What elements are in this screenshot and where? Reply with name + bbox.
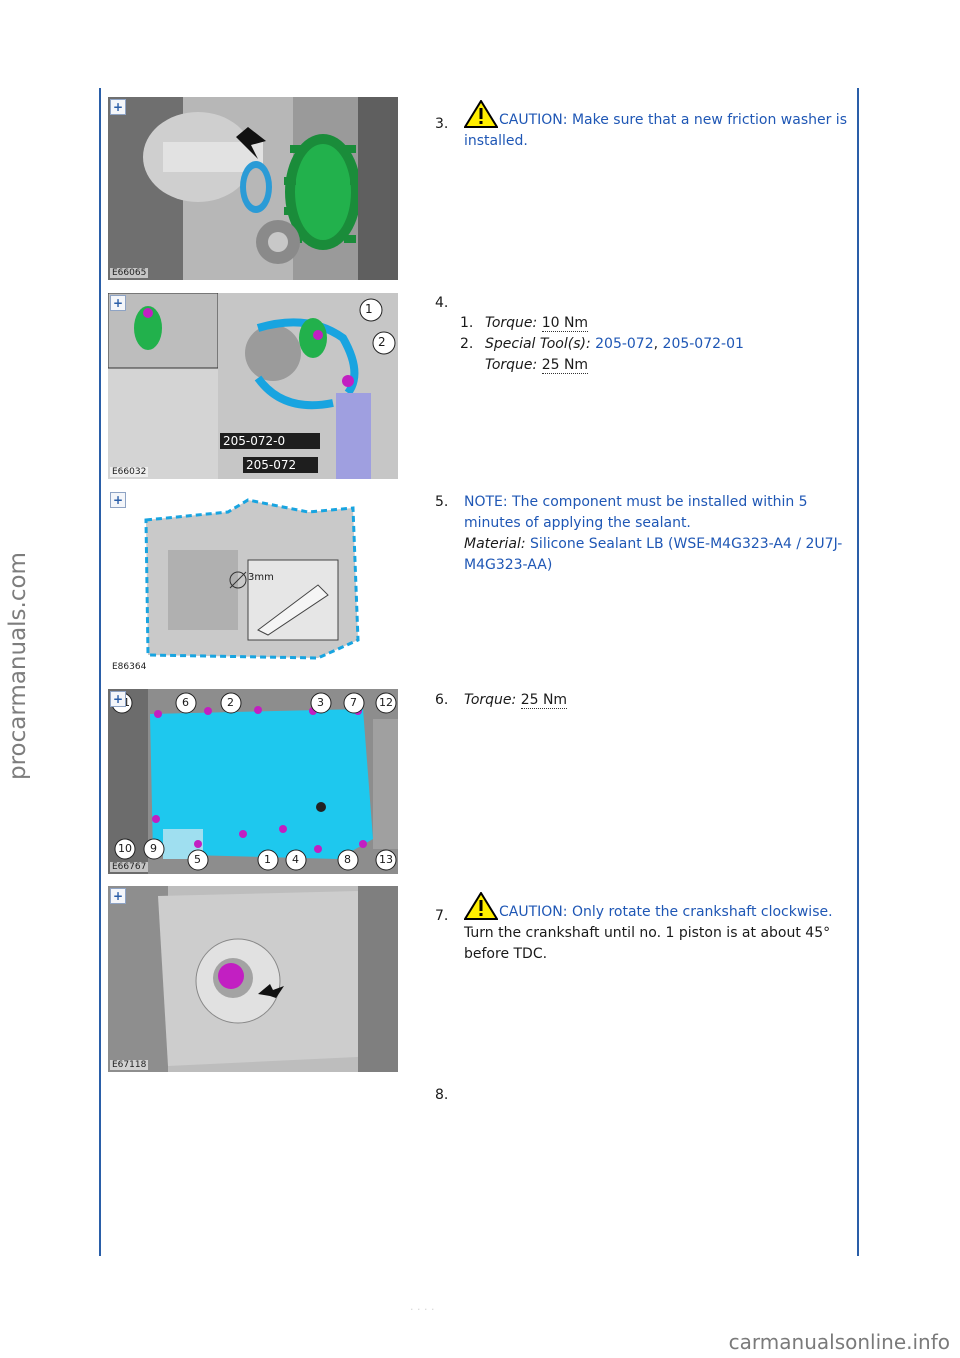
callout-8: 8 [344, 853, 351, 866]
callout-2: 2 [378, 335, 386, 349]
figure-step-6[interactable]: 11 6 2 3 7 12 10 9 5 1 4 8 13 + E66767 [108, 689, 398, 874]
zoom-icon[interactable]: + [110, 99, 126, 115]
warning-icon [464, 100, 498, 128]
figure-step-7[interactable]: + E67118 [108, 886, 398, 1072]
callout-1: 1 [365, 302, 373, 316]
tool-label-2: 205-072 [246, 458, 297, 472]
material-value[interactable]: Silicone Sealant LB (WSE-M4G323-A4 / 2U7… [464, 536, 843, 573]
callout-7: 7 [350, 696, 357, 709]
left-rule [99, 88, 101, 1256]
callout-9: 9 [150, 842, 157, 855]
callout-13: 13 [379, 853, 393, 866]
figure-step-4[interactable]: 1 2 205-072-0 205-072 + E66032 [108, 293, 398, 479]
figure-illustration [108, 886, 398, 1072]
figure-code: E67118 [110, 1060, 149, 1070]
figure-illustration [108, 689, 398, 874]
callout-3: 3 [317, 696, 324, 709]
tool-link-2[interactable]: 205-072-01 [662, 336, 744, 352]
callout-6: 6 [182, 696, 189, 709]
substep-2-torque: Torque: 25 Nm [485, 355, 855, 376]
step-number: 4. [435, 295, 449, 311]
note-text: NOTE: The component must be installed wi… [464, 494, 808, 531]
zoom-icon[interactable]: + [110, 492, 126, 508]
callout-12: 12 [379, 696, 393, 709]
zoom-icon[interactable]: + [110, 888, 126, 904]
figure-illustration [108, 97, 398, 280]
warning-icon [464, 892, 498, 920]
step-number: 7. [435, 908, 449, 924]
torque-label: Torque: [485, 315, 538, 331]
figure-step-5[interactable]: 3mm + E86364 [108, 490, 398, 674]
tool-link-1[interactable]: 205-072 [595, 336, 654, 352]
figure-code: E66065 [110, 268, 149, 278]
figure-step-3[interactable]: + E66065 [108, 97, 398, 280]
substep-2: 2. Special Tool(s): 205-072, 205-072-01 [460, 336, 744, 352]
substep-1: 1. Torque: 10 Nm [460, 315, 589, 332]
callout-10: 10 [118, 842, 132, 855]
torque-value: 25 Nm [541, 357, 589, 374]
caution-text: CAUTION: Only rotate the crankshaft cloc… [499, 904, 833, 920]
zoom-icon[interactable]: + [110, 295, 126, 311]
step-number: 8. [435, 1087, 449, 1103]
right-rule [857, 88, 859, 1256]
torque-label: Torque: [485, 357, 538, 373]
torque-value: 10 Nm [541, 315, 589, 332]
figure-code: E66767 [110, 862, 149, 872]
callout-5: 5 [194, 853, 201, 866]
step-number: 5. [435, 494, 449, 510]
special-tools-label: Special Tool(s): [485, 336, 591, 352]
page-number: · · · · [410, 1303, 435, 1316]
callout-2: 2 [227, 696, 234, 709]
watermark: procarmanuals.com [5, 552, 31, 780]
torque-value: 25 Nm [520, 692, 568, 709]
figure-illustration [108, 490, 398, 674]
footer-watermark: carmanualsonline.info [728, 1330, 950, 1354]
figure-code: E86364 [110, 662, 149, 672]
callout-1: 1 [264, 853, 271, 866]
torque-label: Torque: [464, 692, 517, 708]
tool-label-1: 205-072-0 [223, 434, 286, 448]
zoom-icon[interactable]: + [110, 691, 126, 707]
bead-size-label: 3mm [248, 572, 274, 583]
callout-4: 4 [292, 853, 299, 866]
material-line: Material: Silicone Sealant LB (WSE-M4G32… [464, 534, 859, 576]
figure-code: E66032 [110, 467, 149, 477]
step-number: 6. [435, 692, 449, 708]
step-number: 3. [435, 116, 449, 132]
caution-text: CAUTION: Make sure that a new friction w… [464, 112, 847, 149]
instruction-text: Turn the crankshaft until no. 1 piston i… [464, 925, 831, 962]
figure-illustration [108, 293, 398, 479]
material-label: Material: [464, 536, 526, 552]
